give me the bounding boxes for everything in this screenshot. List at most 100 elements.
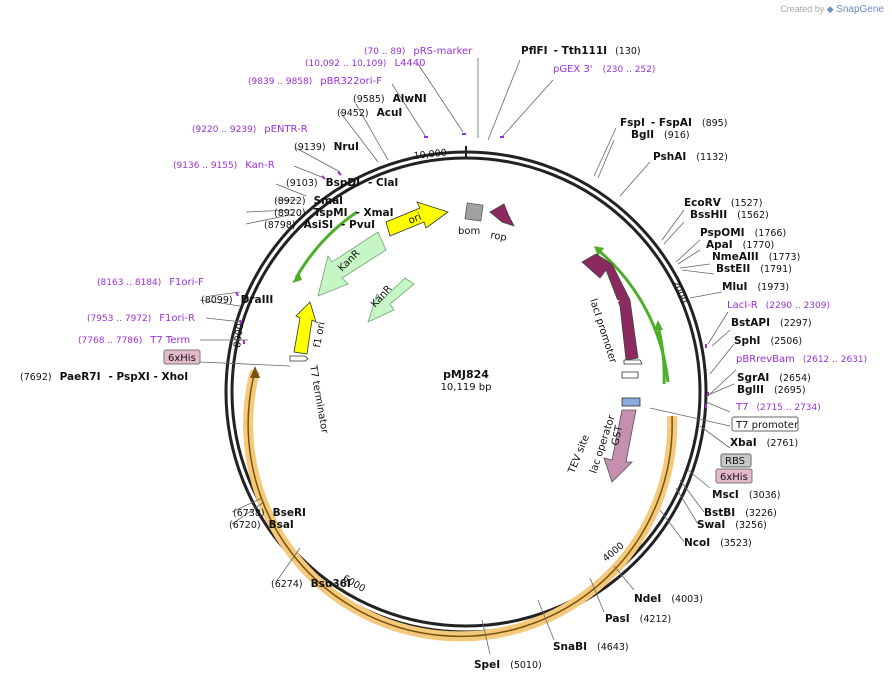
primer-left-1: (10,092 .. 10,109)L4440 [305, 58, 425, 69]
kanr-direction-arrowhead [292, 272, 302, 283]
ori-feature [385, 201, 449, 237]
enzymes-right: FspI- FspAI(895)BglI(916)PshAI(1132)EcoR… [474, 117, 812, 671]
primer-name: Kan-R [245, 160, 274, 171]
enzyme-name: MluI [722, 281, 747, 293]
enzyme-name: NmeAIII [712, 251, 759, 263]
enzyme-right-20: PasI(4212) [605, 613, 671, 625]
his-right-badge-label: 6xHis [720, 472, 748, 483]
credit-brand: SnapGene [836, 4, 884, 15]
enzyme-left-11: (6274)Bsu36I [271, 578, 351, 590]
enzyme-name: BssHII [690, 209, 727, 221]
enzyme-name: PflFI [521, 45, 548, 57]
t7-promoter-badge [731, 416, 799, 432]
enzyme-name: PaeR7I [60, 371, 101, 383]
bom-feature [464, 202, 484, 222]
enzyme-right-3: EcoRV(1527) [684, 197, 762, 209]
enzyme-right-4: BssHII(1562) [690, 209, 769, 221]
orf-arc-line [247, 370, 673, 638]
enzyme-right-19: NdeI(4003) [634, 593, 703, 605]
t7-promoter-box [621, 397, 641, 407]
enzyme-pos: (916) [664, 130, 690, 141]
primer-name: F1ori-F [169, 277, 204, 288]
primer-pos: (9136 .. 9155) [173, 161, 237, 171]
enzyme-pos: (1527) [731, 198, 763, 209]
enzyme-left-7: (8099)DraIII [201, 294, 273, 306]
enzyme-pos: (4643) [597, 642, 629, 653]
enzyme-pos: (3256) [735, 520, 767, 531]
kanr-outer-feature [317, 231, 387, 297]
primers-right: pGEX 3'(230 .. 252) LacI-R(2290 .. 2309) p… [553, 64, 867, 413]
gst-feature [603, 409, 637, 483]
primer-right-0: pGEX 3'(230 .. 252) [553, 64, 655, 75]
enzyme-name: SpeI [474, 659, 500, 671]
snapgene-credit: Created by ◆ SnapGene [780, 4, 884, 15]
enzyme-right-21: SnaBI (4643) [553, 641, 629, 653]
leader-lines [199, 58, 737, 655]
enzyme-name: AsiSI [304, 219, 333, 231]
enzyme-pos: (895) [702, 118, 728, 129]
enzyme-pos: (9103) [286, 178, 318, 189]
enzyme-extra: - PspXI - XhoI [109, 371, 189, 383]
t7-promoter-badge-label: T7 promoter [735, 420, 799, 431]
enzyme-pos: (130) [615, 46, 641, 57]
enzyme-name: AcuI [377, 107, 403, 119]
lac-operator-box [621, 371, 639, 379]
enzyme-right-22: SpeI(5010) [474, 659, 542, 671]
enzyme-pos: (8922) [274, 196, 306, 207]
primer-name: F1ori-R [159, 313, 195, 324]
t7-terminator-label: T7 terminator [307, 364, 330, 436]
enzyme-left-8: (7692)PaeR7I- PspXI - XhoI [20, 371, 188, 383]
enzyme-name: TspMI [314, 207, 348, 219]
enzyme-right-2: PshAI (1132) [653, 151, 728, 163]
enzyme-left-3: (9103)BspDI- ClaI [286, 177, 398, 189]
enzyme-pos: (2654) [779, 373, 811, 384]
primer-name: L4440 [394, 58, 425, 69]
primer-name: T7 [735, 402, 748, 413]
primer-name: pRS-marker [413, 46, 473, 57]
primer-left-3: (9220 .. 9239) pENTR-R [192, 124, 308, 135]
enzyme-pos: (1791) [760, 264, 792, 275]
enzyme-right-16: BstBI(3226) [704, 507, 777, 519]
enzyme-name: BstAPI [731, 317, 770, 329]
enzyme-name: NcoI [684, 537, 710, 549]
enzyme-left-9: (6738)BseRI [233, 507, 306, 519]
enzyme-name: SphI [734, 335, 760, 347]
primer-pos: (2715 .. 2734) [756, 403, 820, 413]
primer-pos: (9220 .. 9239) [192, 125, 256, 135]
enzyme-right-17: SwaI(3256) [697, 519, 767, 531]
plasmid-name: pMJ824 [443, 368, 489, 381]
enzyme-name: SgrAI [737, 372, 769, 384]
primer-pos: (7953 .. 7972) [87, 314, 151, 324]
primer-left-2: (9839 .. 9858)pBR322ori-F [248, 76, 382, 87]
orf-arc [243, 369, 678, 642]
primer-name: pENTR-R [264, 124, 307, 135]
enzyme-name: PshAI [653, 151, 686, 163]
primer-left-7: (7768 .. 7786)T7 Term [78, 335, 190, 346]
rop-label: rop [489, 230, 507, 244]
enzyme-right-6: ApaI(1770) [706, 239, 774, 251]
enzyme-pos: (9452) [337, 108, 369, 119]
primer-name: pGEX 3' [553, 64, 593, 75]
kanr-inner-feature [367, 277, 415, 323]
enzyme-left-10: (6720)BsaI [229, 519, 294, 531]
kanr-direction-arrow [294, 210, 358, 279]
orf-arc-arrowhead [250, 366, 260, 378]
primer-right-2: pBRrevBam(2612 .. 2631) [736, 354, 867, 365]
his-left-badge-label: 6xHis [168, 353, 196, 364]
enzyme-left-4: (8922)SmaI [274, 195, 343, 207]
enzyme-name: SnaBI [553, 641, 587, 653]
enzyme-right-14: XbaI(2761) [730, 437, 798, 449]
primer-left-6: (7953 .. 7972) F1ori-R [87, 313, 195, 324]
primer-left-5: (8163 .. 8184)F1ori-F [97, 277, 204, 288]
primer-right-1: LacI-R(2290 .. 2309) [727, 300, 830, 311]
enzyme-right-10: BstAPI(2297) [731, 317, 812, 329]
primer-name: LacI-R [727, 300, 758, 311]
enzyme-pos: (1132) [696, 152, 728, 163]
enzyme-left-2: (9139)NruI [294, 141, 359, 153]
rbs-badge-label: RBS [725, 456, 745, 467]
enzyme-right-7: NmeAIII(1773) [712, 251, 800, 263]
enzyme-pos: (3036) [749, 490, 781, 501]
primer-name: T7 Term [149, 335, 190, 346]
enzyme-name: PasI [605, 613, 630, 625]
lacI-promoter-arrowhead [654, 320, 663, 330]
